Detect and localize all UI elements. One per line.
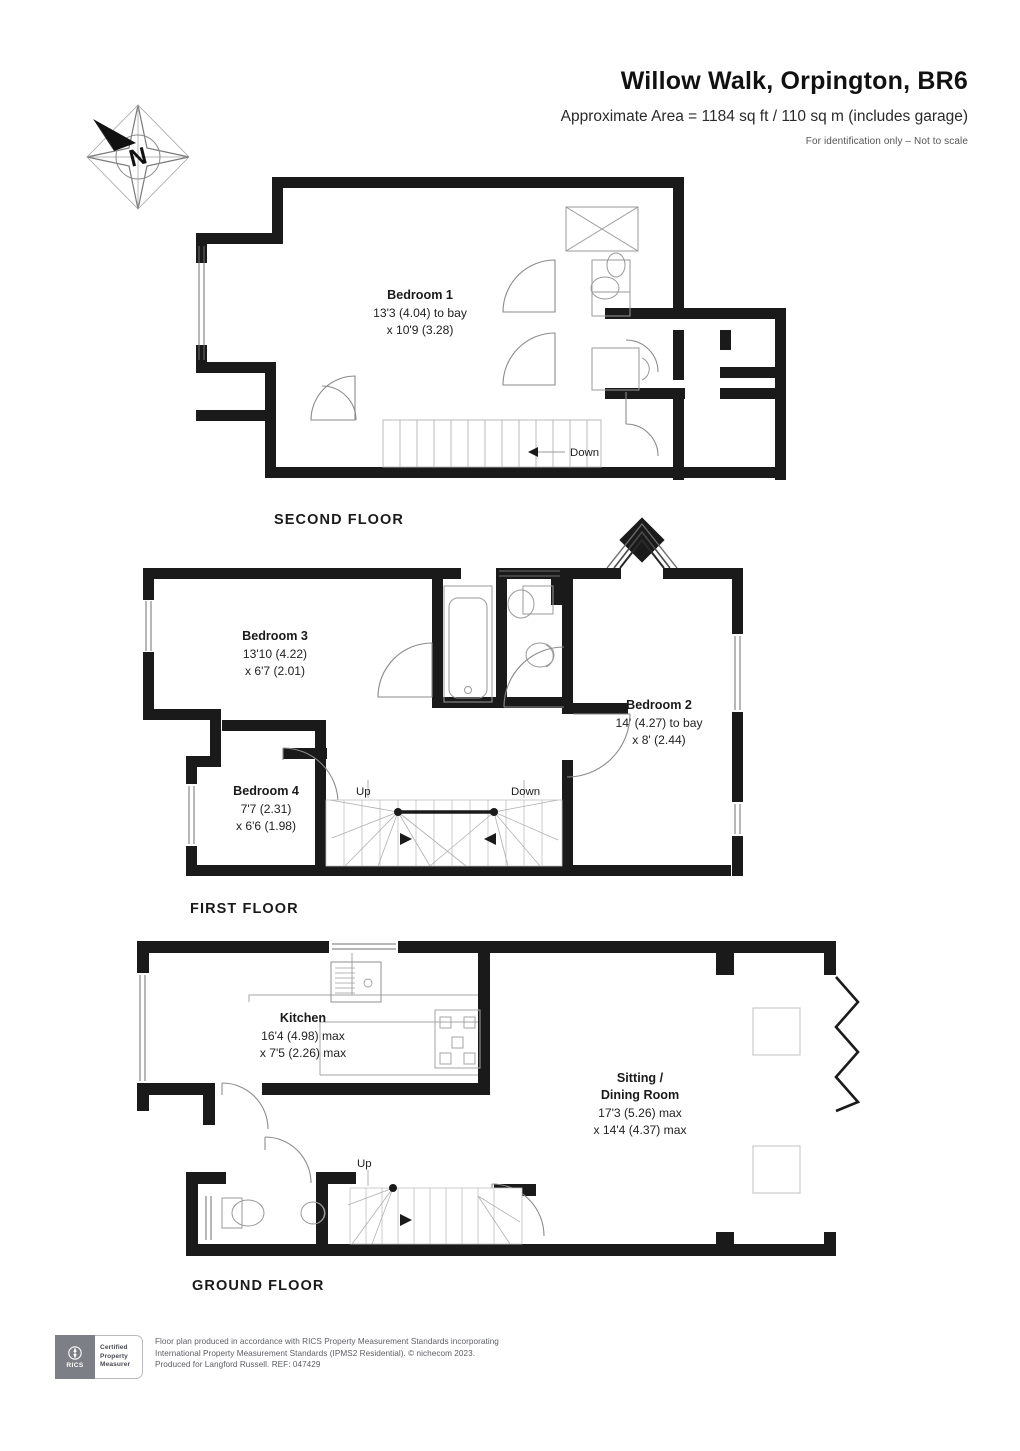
page-header: Willow Walk, Orpington, BR6 Approximate … <box>268 66 968 147</box>
room-name-second-line: Dining Room <box>601 1088 679 1102</box>
room-bedroom-3: Bedroom 3 13'10 (4.22) x 6'7 (2.01) <box>242 629 308 678</box>
page-title: Willow Walk, Orpington, BR6 <box>620 67 968 95</box>
room-bedroom-4: Bedroom 4 7'7 (2.31) x 6'6 (1.98) <box>233 784 299 833</box>
ground-floor-bay-window <box>834 976 861 1113</box>
room-name: Bedroom 1 <box>387 288 453 302</box>
room-dimension-2: x 8' (2.44) <box>632 733 685 747</box>
room-dimension-2: x 10'9 (3.28) <box>387 323 454 337</box>
room-dimension-1: 14' (4.27) to bay <box>615 716 703 730</box>
floor-label-ground: GROUND FLOOR <box>192 1278 324 1294</box>
badge-line-2: Property <box>100 1352 128 1360</box>
room-name: Bedroom 2 <box>626 698 692 712</box>
floor-label-second: SECOND FLOOR <box>274 512 404 528</box>
first-floor-bay <box>606 517 678 579</box>
floor-second: Down Bedroom 1 13'3 (4.04) to bay x 10'9… <box>196 177 786 528</box>
room-dimension-2: x 7'5 (2.26) max <box>260 1046 346 1060</box>
room-sitting-dining: Sitting / Dining Room 17'3 (5.26) max x … <box>593 1071 686 1137</box>
wc-fixtures <box>221 1197 326 1229</box>
room-dimension-1: 16'4 (4.98) max <box>261 1029 345 1043</box>
room-dimension-2: x 6'6 (1.98) <box>236 819 296 833</box>
second-floor-staircase: Down <box>382 419 602 468</box>
floor-label-first: FIRST FLOOR <box>190 901 299 917</box>
footer-disclaimer: Floor plan produced in accordance with R… <box>155 1335 499 1371</box>
stair-label-down: Down <box>570 447 599 459</box>
identification-note: For identification only – Not to scale <box>805 135 968 147</box>
first-floor-fixtures <box>443 585 555 703</box>
stair-label-up: Up <box>356 786 371 798</box>
room-name: Sitting / <box>617 1071 664 1085</box>
ground-floor-walls <box>137 941 836 1256</box>
room-name: Bedroom 4 <box>233 784 299 798</box>
rics-badge-text: Certified Property Measurer <box>95 1335 143 1379</box>
ground-floor-staircase: Up <box>347 1158 523 1245</box>
page-footer: RICS Certified Property Measurer Floor p… <box>55 1335 965 1379</box>
badge-line-3: Measurer <box>100 1361 131 1369</box>
rics-wordmark: RICS <box>66 1362 84 1369</box>
rics-logo-icon: RICS <box>55 1335 95 1379</box>
disclaimer-line-1: Floor plan produced in accordance with R… <box>155 1337 499 1346</box>
room-dimension-1: 7'7 (2.31) <box>241 802 292 816</box>
kitchen-fixtures <box>248 953 481 1076</box>
room-name: Bedroom 3 <box>242 629 308 643</box>
first-floor-staircase: Up Down <box>325 780 563 867</box>
stair-label-down: Down <box>511 786 540 798</box>
compass-rose-icon: N <box>84 102 192 212</box>
disclaimer-line-2: International Property Measurement Stand… <box>155 1348 476 1358</box>
floor-first: Up Down Bedroom 3 13'10 (4.22) x 6'7 (2.… <box>143 517 743 917</box>
room-dimension-2: x 14'4 (4.37) max <box>593 1123 686 1137</box>
room-bedroom-1: Bedroom 1 13'3 (4.04) to bay x 10'9 (3.2… <box>373 288 468 337</box>
rics-certified-badge: RICS Certified Property Measurer <box>55 1335 143 1379</box>
room-bedroom-2: Bedroom 2 14' (4.27) to bay x 8' (2.44) <box>615 698 703 747</box>
disclaimer-line-3: Produced for Langford Russell. REF: 0474… <box>155 1360 321 1370</box>
second-floor-doors <box>310 259 659 457</box>
approximate-area-text: Approximate Area = 1184 sq ft / 110 sq m… <box>560 108 968 125</box>
room-name: Kitchen <box>280 1011 326 1025</box>
badge-line-1: Certified <box>100 1344 128 1352</box>
sitting-room-alcoves <box>752 1007 801 1194</box>
rics-emblem-icon <box>68 1346 82 1360</box>
floor-ground: Up Kitchen 16'4 (4.98) max x 7'5 (2.26) … <box>137 941 861 1294</box>
second-floor-walls <box>196 177 786 480</box>
stair-label-up: Up <box>357 1158 372 1170</box>
room-kitchen: Kitchen 16'4 (4.98) max x 7'5 (2.26) max <box>260 1011 346 1060</box>
ground-floor-windows <box>139 943 396 1240</box>
second-floor-fixtures <box>565 206 650 391</box>
first-floor-doors <box>282 642 631 804</box>
first-floor-windows <box>145 570 741 844</box>
room-dimension-2: x 6'7 (2.01) <box>245 664 305 678</box>
room-dimension-1: 13'3 (4.04) to bay <box>373 306 468 320</box>
compass-north-label: N <box>126 142 149 172</box>
room-dimension-1: 13'10 (4.22) <box>243 647 307 661</box>
second-floor-windows <box>198 246 205 360</box>
room-dimension-1: 17'3 (5.26) max <box>598 1106 682 1120</box>
ground-floor-doors <box>221 1082 545 1237</box>
